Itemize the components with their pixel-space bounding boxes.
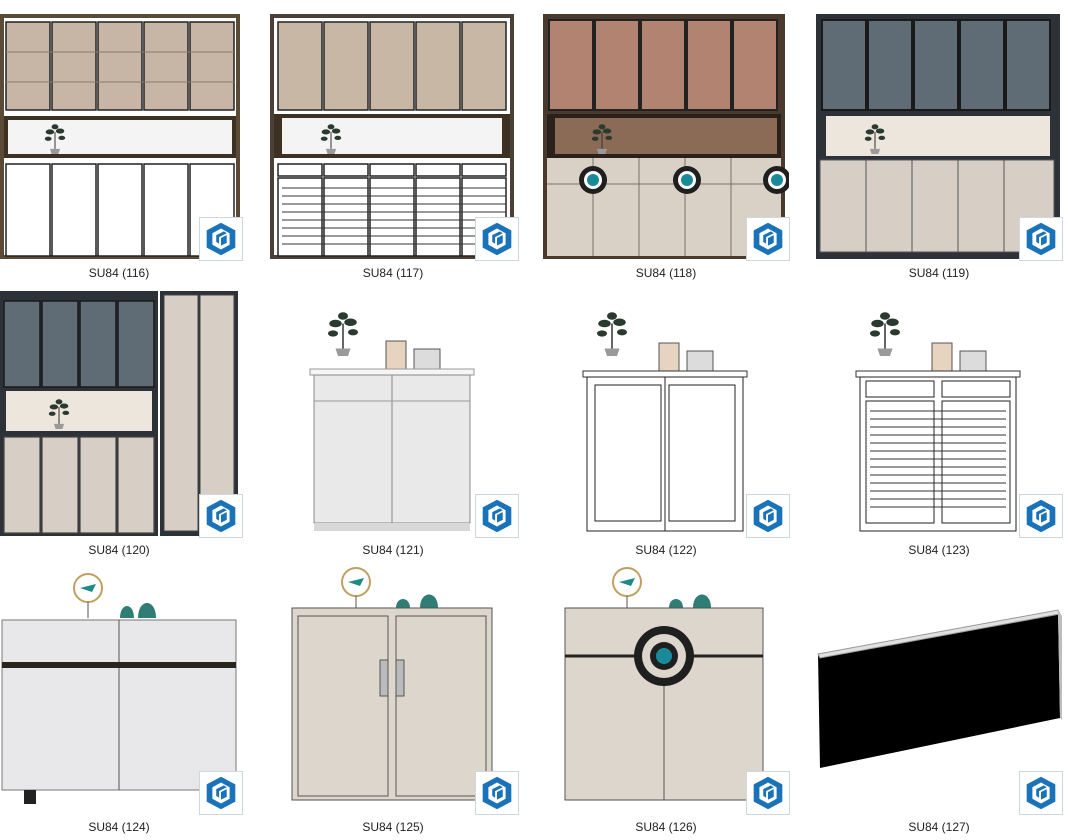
sketchup-icon: [1019, 217, 1063, 261]
file-name: SU84 (120): [88, 543, 150, 557]
file-name: SU84 (124): [88, 820, 150, 834]
file-tile[interactable]: SU84 (117): [270, 4, 519, 280]
file-tile[interactable]: SU84 (125): [270, 558, 519, 834]
model-thumbnail: [816, 281, 1062, 541]
model-thumbnail: [543, 4, 789, 264]
model-thumbnail: [543, 558, 789, 818]
sketchup-icon: [475, 217, 519, 261]
file-tile[interactable]: SU84 (119): [816, 4, 1063, 280]
file-name: SU84 (119): [908, 266, 970, 280]
file-name: SU84 (127): [908, 820, 970, 834]
sketchup-icon: [1019, 494, 1063, 538]
file-tile[interactable]: SU84 (121): [270, 281, 519, 557]
sketchup-icon: [475, 494, 519, 538]
file-name: SU84 (118): [635, 266, 697, 280]
file-tile[interactable]: SU84 (118): [543, 4, 790, 280]
model-thumbnail: [270, 4, 516, 264]
model-thumbnail: [0, 558, 242, 818]
model-thumbnail: [0, 281, 242, 541]
sketchup-icon: [199, 217, 243, 261]
sketchup-icon: [475, 771, 519, 815]
sketchup-icon: [746, 494, 790, 538]
file-tile[interactable]: SU84 (122): [543, 281, 790, 557]
model-thumbnail: [816, 558, 1062, 818]
file-name: SU84 (116): [88, 266, 150, 280]
file-name: SU84 (125): [362, 820, 424, 834]
model-thumbnail: [270, 558, 516, 818]
sketchup-icon: [199, 494, 243, 538]
model-thumbnail: [0, 4, 242, 264]
file-tile[interactable]: SU84 (116): [0, 4, 243, 280]
model-thumbnail: [543, 281, 789, 541]
file-name: SU84 (121): [362, 543, 424, 557]
file-tile[interactable]: SU84 (127): [816, 558, 1063, 834]
file-name: SU84 (123): [908, 543, 970, 557]
file-tile[interactable]: SU84 (123): [816, 281, 1063, 557]
sketchup-icon: [1019, 771, 1063, 815]
file-tile[interactable]: SU84 (126): [543, 558, 790, 834]
file-name: SU84 (117): [362, 266, 424, 280]
sketchup-icon: [199, 771, 243, 815]
file-name: SU84 (126): [635, 820, 697, 834]
sketchup-icon: [746, 771, 790, 815]
file-tile[interactable]: SU84 (120): [0, 281, 243, 557]
model-thumbnail: [270, 281, 516, 541]
file-tile[interactable]: SU84 (124): [0, 558, 243, 834]
sketchup-icon: [746, 217, 790, 261]
file-name: SU84 (122): [635, 543, 697, 557]
